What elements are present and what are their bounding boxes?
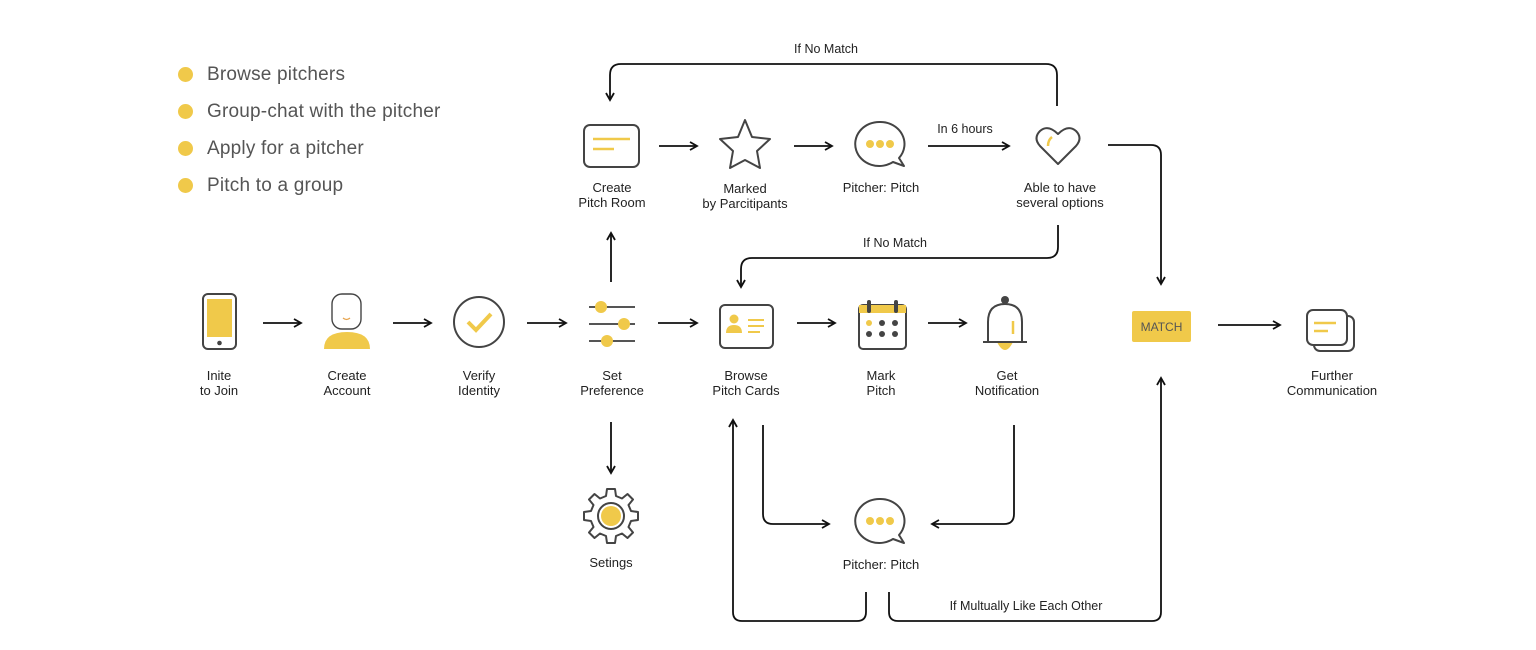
star-icon <box>719 119 771 169</box>
node-pitch-top-label: Pitcher: Pitch <box>842 180 920 195</box>
edge-label-in-6-hours: In 6 hours <box>937 122 993 136</box>
gear-icon <box>583 488 639 544</box>
sliders-icon <box>589 301 635 347</box>
match-label: MATCH <box>1140 319 1183 334</box>
node-pitch-bottom-label: Pitcher: Pitch <box>842 557 920 572</box>
match-node: MATCH <box>1132 311 1191 342</box>
bullet-dot-icon <box>178 141 193 156</box>
arrow-pitch-bottom-to-browse <box>728 418 867 622</box>
calendar-icon <box>858 300 907 350</box>
arrow-mutual-like-to-match <box>888 376 1166 622</box>
legend-item: Pitch to a group <box>178 167 441 204</box>
legend-item: Browse pitchers <box>178 56 441 93</box>
bell-icon <box>983 296 1027 350</box>
heart-icon <box>1035 127 1081 165</box>
stacked-cards-icon <box>1306 309 1355 352</box>
arrow-no-match-top-loop <box>605 63 1058 106</box>
node-settings-label: Setings <box>589 555 633 570</box>
feature-legend: Browse pitchers Group-chat with the pitc… <box>178 56 441 204</box>
check-circle-icon <box>453 296 505 348</box>
user-icon <box>324 293 370 349</box>
bullet-dot-icon <box>178 67 193 82</box>
bullet-dot-icon <box>178 178 193 193</box>
id-card-icon <box>719 304 774 349</box>
message-card-icon <box>583 124 640 168</box>
legend-label: Pitch to a group <box>207 174 344 196</box>
legend-item: Apply for a pitcher <box>178 130 441 167</box>
chat-bubble-icon <box>854 497 906 544</box>
legend-label: Group-chat with the pitcher <box>207 100 441 122</box>
legend-label: Apply for a pitcher <box>207 137 364 159</box>
arrow-browse-to-pitch-bottom <box>762 425 831 529</box>
edge-label-no-match-mid: If No Match <box>863 236 927 250</box>
arrow-options-to-match <box>1108 144 1166 286</box>
edge-label-mutual-like: If Multually Like Each Other <box>949 599 1103 613</box>
chat-bubble-icon <box>854 120 906 167</box>
legend-item: Group-chat with the pitcher <box>178 93 441 130</box>
edge-label-no-match-top: If No Match <box>794 42 858 56</box>
bullet-dot-icon <box>178 104 193 119</box>
legend-label: Browse pitchers <box>207 63 346 85</box>
arrow-notification-to-pitch-bottom <box>930 425 1015 529</box>
arrow-no-match-mid-loop <box>736 225 1059 289</box>
phone-icon <box>202 293 237 350</box>
